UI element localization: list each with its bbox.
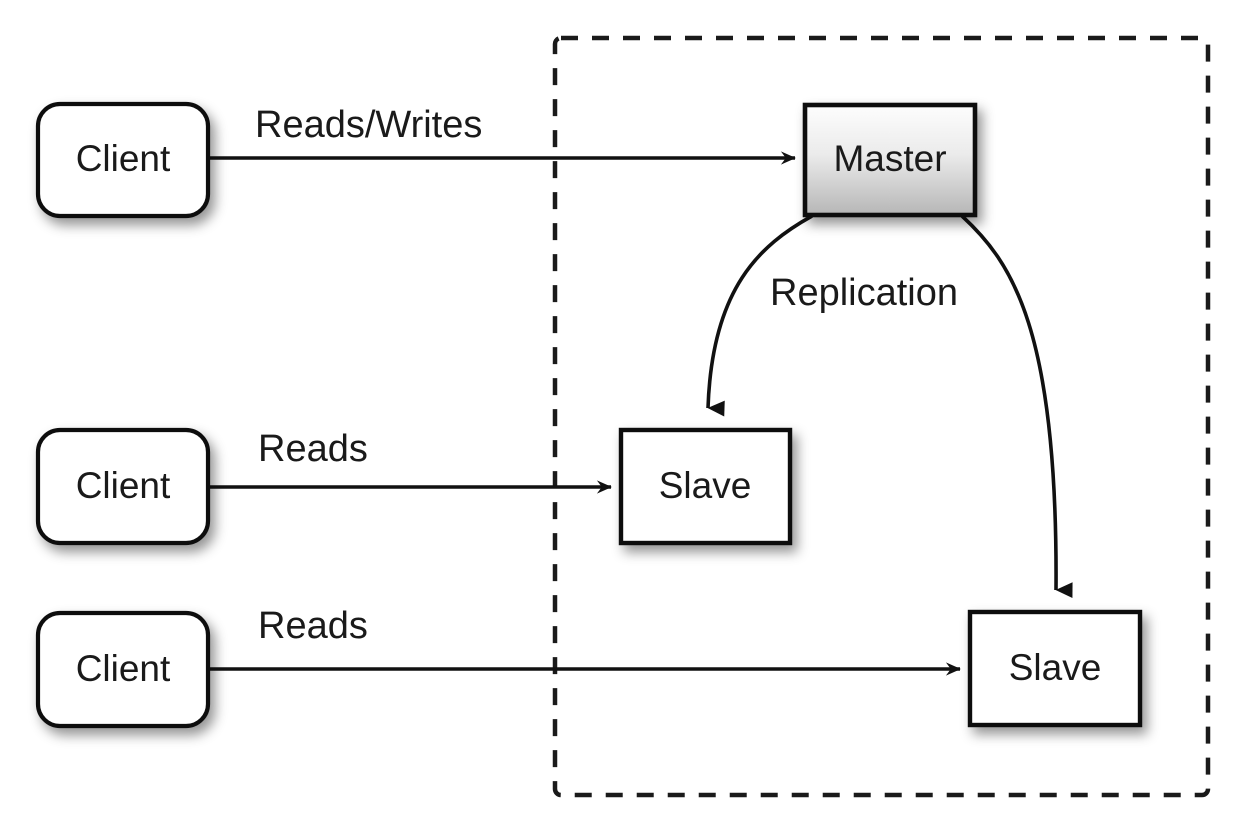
slave-bottom-label: Slave (1009, 647, 1102, 688)
client-bottom-label: Client (76, 648, 171, 689)
edge-label-reads-middle: Reads (258, 428, 368, 470)
node-master[interactable]: Master (802, 102, 978, 218)
server-boundary-dashed-box (552, 35, 1211, 798)
edge-label-reads-writes: Reads/Writes (255, 104, 482, 146)
node-slave-bottom[interactable]: Slave (967, 609, 1143, 728)
client-top-box (35, 101, 211, 219)
edge-replication-left-curve (706, 214, 813, 417)
master-label: Master (833, 138, 946, 179)
client-middle-box (35, 427, 211, 546)
edge-label-reads-bottom: Reads (258, 605, 368, 647)
slave-middle-box (618, 427, 793, 546)
node-client-top[interactable]: Client (35, 101, 211, 219)
client-middle-label: Client (76, 465, 171, 506)
slave-middle-label: Slave (659, 465, 752, 506)
edge-replication-right-curve (960, 214, 1073, 599)
edge-label-replication: Replication (770, 272, 958, 314)
node-client-middle[interactable]: Client (35, 427, 211, 546)
client-bottom-box (35, 610, 211, 729)
node-slave-middle[interactable]: Slave (618, 427, 793, 546)
master-box (802, 102, 978, 218)
slave-bottom-box (967, 609, 1143, 728)
client-top-label: Client (76, 138, 171, 179)
node-client-bottom[interactable]: Client (35, 610, 211, 729)
